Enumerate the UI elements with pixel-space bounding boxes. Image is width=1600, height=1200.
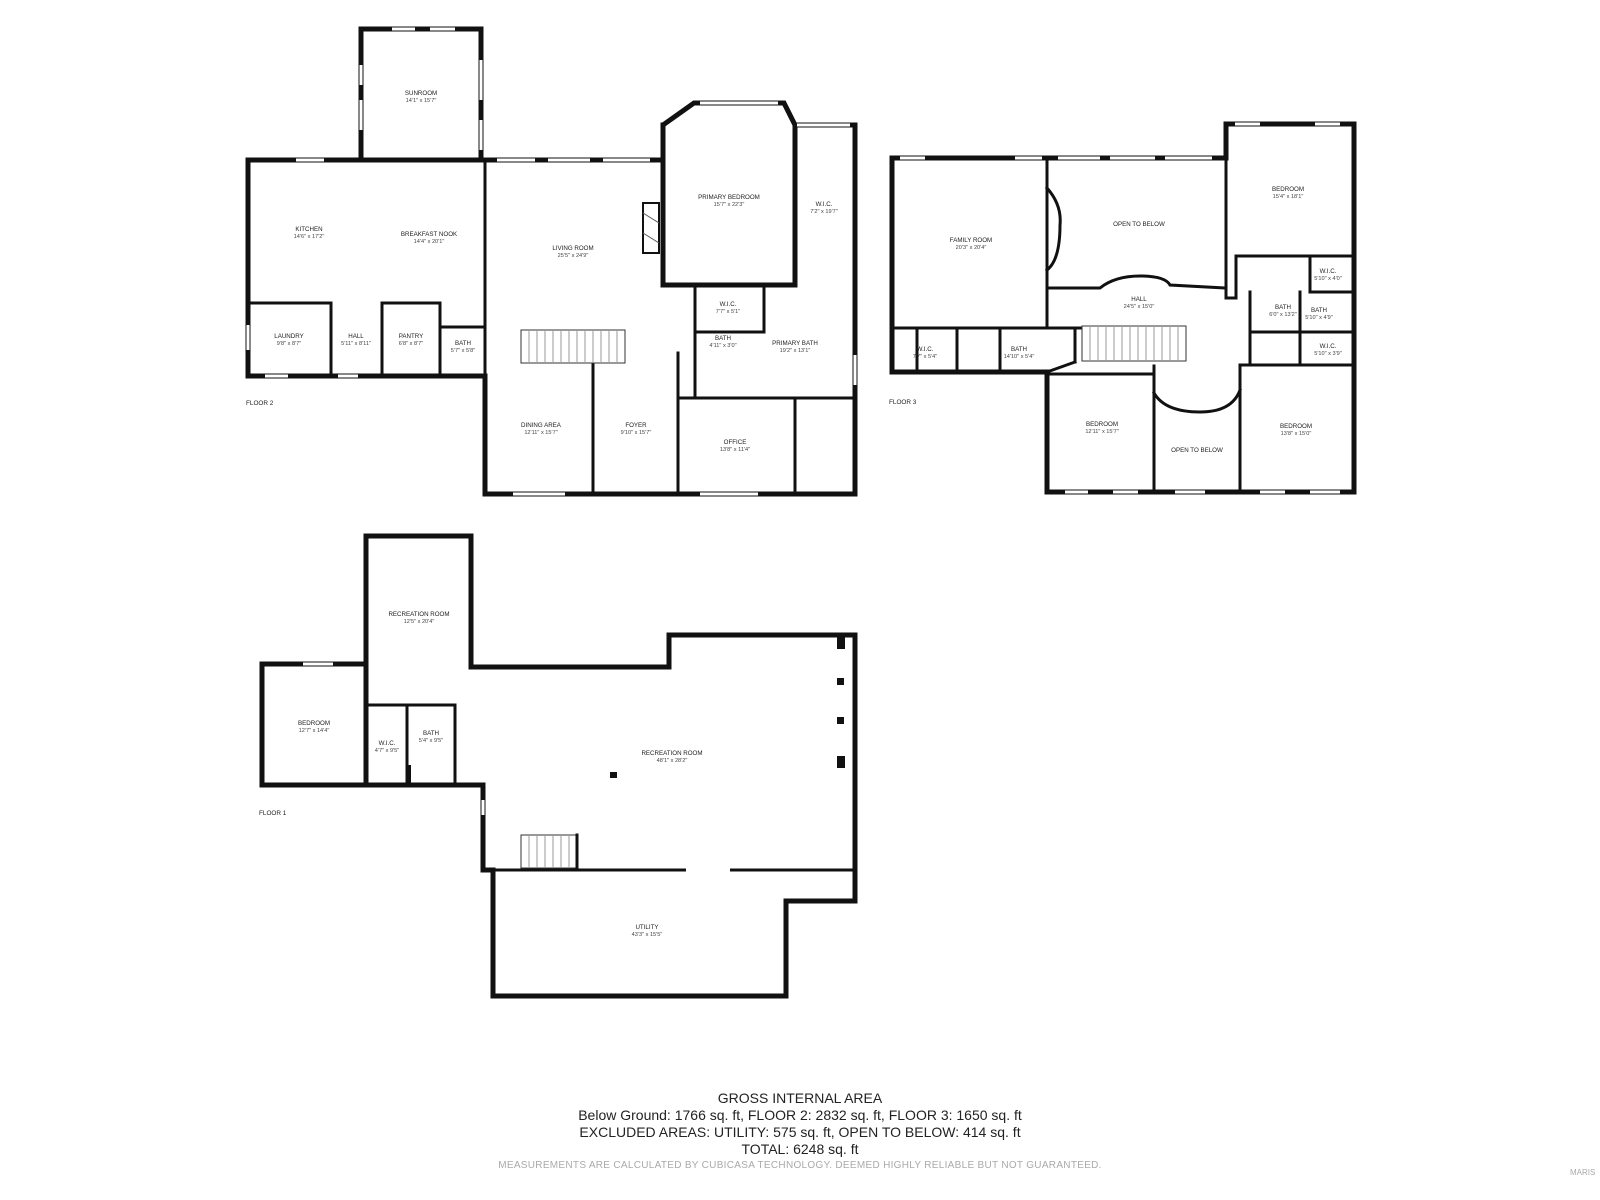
wic-small-dim: 7'7" x 5'1" bbox=[716, 309, 740, 315]
floor-3-label: FLOOR 3 bbox=[889, 399, 917, 406]
bath-b-name: BATH bbox=[1311, 307, 1327, 314]
area-line-excluded: EXCLUDED AREAS: UTILITY: 575 sq. ft, OPE… bbox=[579, 1124, 1021, 1140]
bedroom-se-dim: 13'8" x 15'0" bbox=[1281, 431, 1312, 437]
area-line-total: TOTAL: 6248 sq. ft bbox=[741, 1141, 859, 1157]
utility-name: UTILITY bbox=[635, 924, 658, 931]
floor-3-outer-wall bbox=[889, 121, 1357, 495]
gross-area-summary: GROSS INTERNAL AREA Below Ground: 1766 s… bbox=[0, 1090, 1600, 1171]
open-below-top-name: OPEN TO BELOW bbox=[1113, 221, 1165, 228]
hall-3-name: HALL bbox=[1131, 296, 1147, 303]
area-heading: GROSS INTERNAL AREA bbox=[717, 1090, 883, 1106]
bath-small-name: BATH bbox=[455, 340, 471, 347]
foyer-dim: 9'10" x 15'7" bbox=[621, 430, 652, 436]
bedroom-se-name: BEDROOM bbox=[1280, 423, 1312, 430]
bedroom-1-name: BEDROOM bbox=[298, 720, 330, 727]
hall-dim: 5'11" x 8'11" bbox=[341, 341, 371, 347]
rec-room-large-name: RECREATION ROOM bbox=[641, 750, 702, 757]
floor-1-labels: FLOOR 1 RECREATION ROOM 12'5" x 20'4" BE… bbox=[259, 611, 703, 938]
office-name: OFFICE bbox=[724, 439, 747, 446]
sunroom-dim: 14'1" x 15'7" bbox=[406, 98, 437, 104]
family-room-name: FAMILY ROOM bbox=[950, 237, 992, 244]
fireplace-icon bbox=[642, 202, 660, 254]
wic-b-name: W.I.C. bbox=[1320, 343, 1337, 350]
bedroom-sw-dim: 12'11" x 15'7" bbox=[1085, 429, 1118, 435]
brand-watermark: MARIS bbox=[1570, 1168, 1595, 1177]
bedroom-sw-name: BEDROOM bbox=[1086, 421, 1118, 428]
kitchen-name: KITCHEN bbox=[295, 226, 322, 233]
floor-1-plan bbox=[259, 533, 858, 999]
bath-c-name: BATH bbox=[1011, 346, 1027, 353]
floor-1-label: FLOOR 1 bbox=[259, 810, 287, 817]
bath-wic-dim: 4'11" x 3'0" bbox=[709, 343, 736, 349]
foyer-name: FOYER bbox=[625, 422, 647, 429]
bath-a-name: BATH bbox=[1275, 304, 1291, 311]
dining-area-name: DINING AREA bbox=[521, 422, 562, 429]
office-dim: 13'8" x 11'4" bbox=[720, 447, 750, 453]
wic-1-name: W.I.C. bbox=[379, 740, 396, 747]
wic-c-name: W.I.C. bbox=[917, 346, 934, 353]
wic-a-name: W.I.C. bbox=[1320, 268, 1337, 275]
bath-1-name: BATH bbox=[423, 730, 439, 737]
floor-1-stairs-icon bbox=[520, 834, 578, 869]
dining-area-dim: 12'11" x 15'7" bbox=[524, 430, 557, 436]
living-room-dim: 25'5" x 24'9" bbox=[558, 253, 589, 259]
bath-1-dim: 5'4" x 9'5" bbox=[419, 738, 443, 744]
rec-room-small-dim: 12'5" x 20'4" bbox=[404, 619, 435, 625]
primary-bedroom-dim: 15'7" x 22'3" bbox=[714, 202, 745, 208]
primary-wic-name: W.I.C. bbox=[816, 201, 833, 208]
wic-a-dim: 5'10" x 4'0" bbox=[1314, 276, 1342, 282]
bath-c-dim: 14'10" x 5'4" bbox=[1004, 354, 1035, 360]
support-post-icon bbox=[610, 772, 617, 778]
wic-b-dim: 5'10" x 3'9" bbox=[1314, 351, 1342, 357]
pantry-name: PANTRY bbox=[399, 333, 424, 340]
kitchen-dim: 14'6" x 17'2" bbox=[294, 234, 325, 240]
floor-2-plan bbox=[245, 26, 858, 497]
pantry-dim: 6'8" x 8'7" bbox=[399, 341, 423, 347]
wic-small-name: W.I.C. bbox=[720, 301, 737, 308]
bedroom-1-dim: 12'7" x 14'4" bbox=[299, 728, 330, 734]
rec-room-small-name: RECREATION ROOM bbox=[388, 611, 449, 618]
bath-wic-name: BATH bbox=[715, 335, 731, 342]
primary-bath-dim: 19'2" x 13'1" bbox=[780, 348, 811, 354]
bath-a-dim: 6'0" x 13'2" bbox=[1269, 312, 1297, 318]
primary-bath-name: PRIMARY BATH bbox=[772, 340, 818, 347]
living-room-name: LIVING ROOM bbox=[552, 245, 593, 252]
floor-2-labels: FLOOR 2 SUNROOM 14'1" x 15'7" KITCHEN 14… bbox=[246, 90, 838, 453]
utility-dim: 43'3" x 15'5" bbox=[632, 932, 663, 938]
primary-wic-dim: 7'2" x 19'7" bbox=[810, 209, 838, 215]
floor-3-plan bbox=[889, 121, 1357, 495]
bedroom-ne-dim: 15'4" x 18'1" bbox=[1273, 194, 1304, 200]
bath-small-dim: 5'7" x 5'8" bbox=[451, 348, 475, 354]
wic-1-dim: 4'7" x 9'5" bbox=[375, 748, 399, 754]
wic-c-dim: 7'7" x 5'4" bbox=[913, 354, 937, 360]
hall-name: HALL bbox=[348, 333, 364, 340]
bedroom-ne-name: BEDROOM bbox=[1272, 186, 1304, 193]
bath-b-dim: 5'10" x 4'9" bbox=[1305, 315, 1333, 321]
hall-3-dim: 24'5" x 15'0" bbox=[1124, 304, 1155, 310]
rec-room-large-dim: 48'1" x 28'2" bbox=[657, 758, 688, 764]
floor-3-labels: FLOOR 3 FAMILY ROOM 20'3" x 20'4" OPEN T… bbox=[889, 186, 1342, 454]
floor-2-label: FLOOR 2 bbox=[246, 400, 274, 407]
sunroom-name: SUNROOM bbox=[405, 90, 437, 97]
laundry-name: LAUNDRY bbox=[274, 333, 303, 340]
open-below-bottom-name: OPEN TO BELOW bbox=[1171, 447, 1223, 454]
measurement-disclaimer: MEASUREMENTS ARE CALCULATED BY CUBICASA … bbox=[498, 1160, 1102, 1171]
breakfast-nook-dim: 14'4" x 20'1" bbox=[414, 239, 445, 245]
laundry-dim: 9'8" x 8'7" bbox=[277, 341, 301, 347]
area-line-floors: Below Ground: 1766 sq. ft, FLOOR 2: 2832… bbox=[578, 1107, 1022, 1123]
floor-1-outer-wall bbox=[259, 533, 858, 999]
floor-2-stairs-icon bbox=[520, 329, 626, 364]
floor-3-stairs-icon bbox=[1081, 325, 1187, 362]
family-room-dim: 20'3" x 20'4" bbox=[956, 245, 987, 251]
primary-bedroom-name: PRIMARY BEDROOM bbox=[698, 194, 760, 201]
breakfast-nook-name: BREAKFAST NOOK bbox=[401, 231, 458, 238]
